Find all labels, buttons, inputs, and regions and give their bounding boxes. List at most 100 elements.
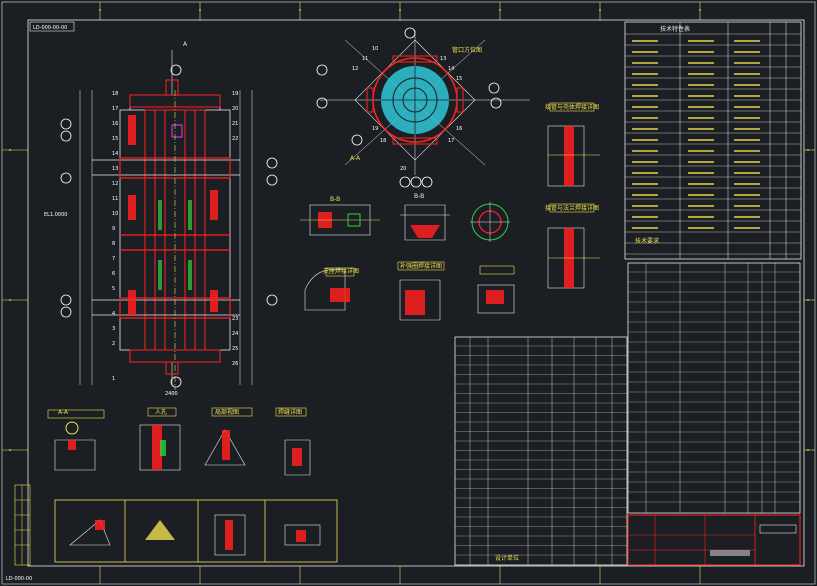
text-bar [632, 194, 658, 196]
vessel-elevation [79, 50, 253, 390]
callout-21: 21 [232, 121, 238, 127]
view-label-bb: B-B [414, 193, 424, 200]
title-block-heading: 技术特性表 [660, 25, 690, 33]
bottom-left-code: LD-000-00 [6, 576, 32, 582]
text-bar [688, 183, 714, 185]
section-title-weld: 焊缝详图 [278, 408, 302, 416]
text-bar [632, 183, 658, 185]
main-dimension: EL1.0000 [44, 212, 67, 218]
left-callout-numbers: 1 2 3 4 5 6 7 8 9 10 11 12 13 14 15 16 1… [112, 91, 238, 382]
callout-20: 20 [232, 106, 238, 112]
section-title-partial: 局部视图 [215, 408, 239, 416]
detail-view-2 [400, 204, 450, 241]
callout-23: 23 [232, 316, 238, 322]
callout-9: 9 [112, 226, 115, 232]
detail-view-4 [304, 267, 355, 311]
bottom-detail-row [47, 407, 311, 476]
callout-26: 26 [232, 361, 238, 367]
parts-list-rows [628, 271, 800, 503]
text-bar [688, 73, 714, 75]
spec-table-rows [625, 33, 801, 255]
callout-25: 25 [232, 346, 238, 352]
text-bar [632, 227, 658, 229]
text-bar [734, 161, 760, 163]
circle-callout-13: 13 [440, 56, 446, 62]
text-bar [734, 216, 760, 218]
parts-list-bottom [454, 336, 628, 566]
text-bar [734, 106, 760, 108]
section-title-pad: 补强圈焊接详图 [400, 262, 442, 270]
section-title-manhole: 人孔 [155, 408, 167, 416]
text-bar [632, 205, 658, 207]
callout-19: 19 [232, 91, 238, 97]
text-bar [632, 161, 658, 163]
circle-callout-16: 16 [456, 126, 462, 132]
zone-marks [9, 9, 809, 451]
section-title-bb2: B-B [330, 196, 340, 203]
spec-table-text [632, 40, 760, 229]
callout-14: 14 [112, 151, 118, 157]
callout-8: 8 [112, 241, 115, 247]
detail-view-6 [477, 265, 515, 314]
text-bar [632, 150, 658, 152]
text-bar [632, 62, 658, 64]
callout-15: 15 [112, 136, 118, 142]
text-bar [734, 117, 760, 119]
text-bar [734, 51, 760, 53]
detail-view-8 [547, 203, 600, 289]
text-bar [632, 95, 658, 97]
text-bar [688, 227, 714, 229]
detail-view-1 [300, 204, 380, 236]
revision-block [14, 484, 31, 566]
text-bar [688, 62, 714, 64]
parts-list-right [627, 262, 801, 514]
text-bar [632, 139, 658, 141]
callout-18: 18 [112, 91, 118, 97]
text-bar [734, 73, 760, 75]
text-bar [734, 62, 760, 64]
callout-24: 24 [232, 331, 238, 337]
weld-detail-strip [54, 499, 338, 563]
text-bar [734, 205, 760, 207]
text-bar [688, 150, 714, 152]
callout-1: 1 [112, 376, 115, 382]
spec-table-top [624, 21, 802, 260]
circle-callout-12: 12 [352, 66, 358, 72]
text-bar [688, 139, 714, 141]
callout-2: 2 [112, 341, 115, 347]
circle-callout-17: 17 [448, 138, 454, 144]
callout-22: 22 [232, 136, 238, 142]
circle-callouts: 10 11 12 13 14 15 16 17 18 19 20 [352, 46, 462, 172]
circle-callout-11: 11 [362, 56, 368, 62]
text-bar [734, 150, 760, 152]
text-bar [632, 216, 658, 218]
callout-17: 17 [112, 106, 118, 112]
callout-10: 10 [112, 211, 118, 217]
nozzle-orientation-view [316, 27, 530, 188]
parts-list-bottom-rows [455, 345, 627, 556]
circle-callout-19: 19 [372, 126, 378, 132]
text-bar [632, 51, 658, 53]
circle-callout-18: 18 [380, 138, 386, 144]
circle-callout-20: 20 [400, 166, 406, 172]
text-bar [688, 84, 714, 86]
text-bar [688, 172, 714, 174]
detail-view-5 [397, 261, 445, 321]
text-bar [734, 172, 760, 174]
view-label-aa: A-A [350, 155, 361, 162]
text-bar [734, 183, 760, 185]
text-bar [734, 194, 760, 196]
title-block [627, 514, 801, 566]
text-bar [688, 51, 714, 53]
text-bar [734, 139, 760, 141]
callout-7: 7 [112, 256, 115, 262]
text-bar [688, 117, 714, 119]
detail-view-3 [470, 202, 510, 242]
bottom-center-label: 设计单位 [495, 554, 519, 562]
text-bar [688, 106, 714, 108]
callout-16: 16 [112, 121, 118, 127]
text-bar [688, 205, 714, 207]
inner-frame [27, 19, 805, 567]
